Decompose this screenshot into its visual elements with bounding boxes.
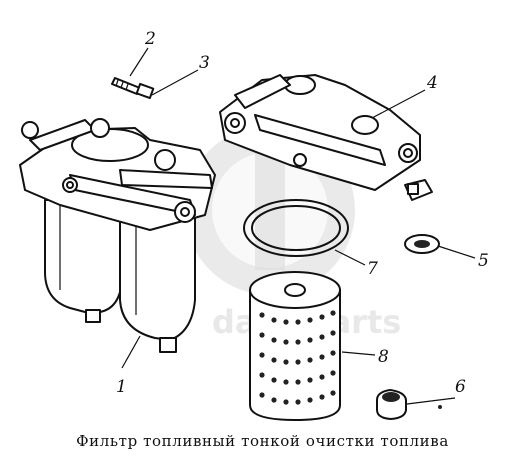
callout-5: 5 xyxy=(478,251,489,271)
head-housing-part-4 xyxy=(219,74,433,201)
callout-2: 2 xyxy=(144,29,156,49)
leader-lines xyxy=(121,47,476,405)
screw-part-2 xyxy=(111,77,155,100)
nut-part-6 xyxy=(376,389,442,420)
callout-6: 6 xyxy=(455,377,466,397)
filter-element-part-8 xyxy=(249,271,341,421)
callout-3: 3 xyxy=(199,53,210,73)
filter-assembly-part-1 xyxy=(19,118,216,353)
washer-part-5 xyxy=(404,234,440,254)
callout-1: 1 xyxy=(116,377,127,397)
figure-caption: Фильтр топливный тонкой очистки топлива xyxy=(76,432,449,450)
gasket-ring-part-7 xyxy=(243,199,349,257)
callout-4: 4 xyxy=(426,73,438,93)
callout-7: 7 xyxy=(367,259,378,279)
callout-8: 8 xyxy=(378,347,389,367)
